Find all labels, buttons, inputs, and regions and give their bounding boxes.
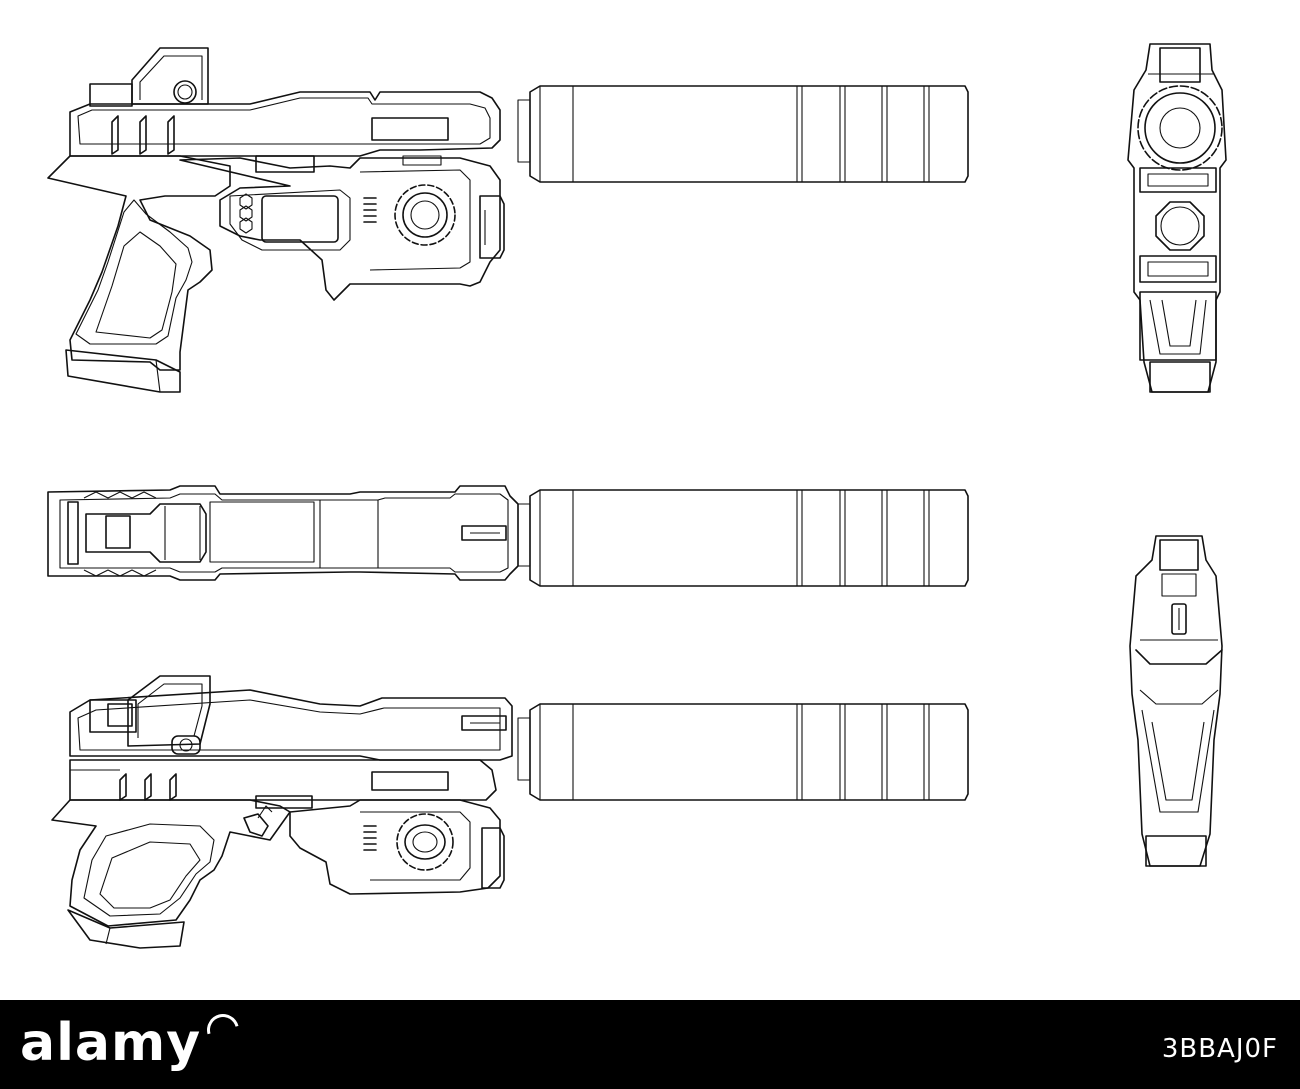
left-side-view bbox=[47, 47, 969, 393]
image-code: 3BBAJ0F bbox=[1161, 1034, 1278, 1064]
front-view bbox=[1127, 43, 1227, 393]
suppressor-right bbox=[517, 703, 969, 801]
suppressor-left bbox=[517, 85, 969, 183]
logo-text: alamy bbox=[20, 1013, 202, 1073]
stock-footer-bar: alamy 3BBAJ0F bbox=[0, 1000, 1300, 1089]
alamy-logo: alamy bbox=[20, 1008, 245, 1076]
blueprint-canvas bbox=[47, 43, 1227, 949]
logo-swirl-icon bbox=[201, 1008, 245, 1052]
rear-view bbox=[1129, 535, 1223, 867]
top-view bbox=[47, 485, 969, 587]
right-side-view bbox=[51, 675, 969, 949]
suppressor-top bbox=[517, 489, 969, 587]
